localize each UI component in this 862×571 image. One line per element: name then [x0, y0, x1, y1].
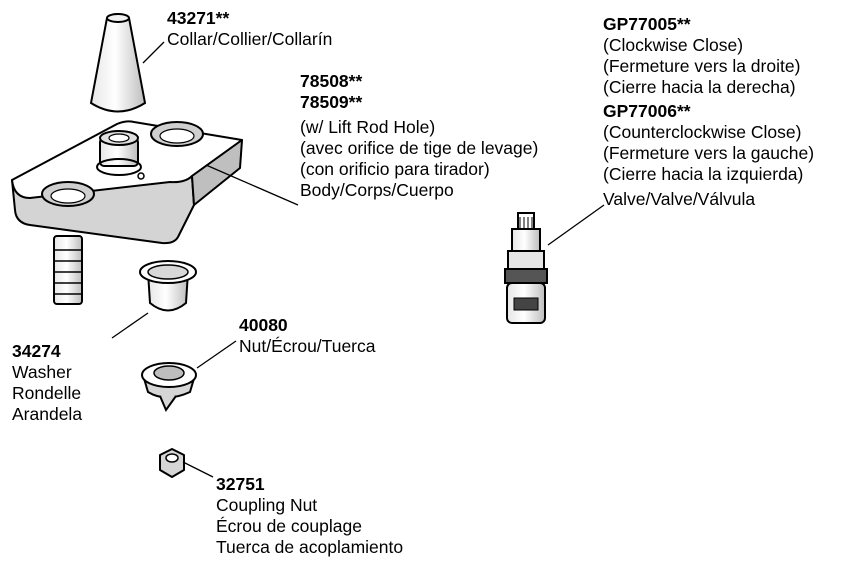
- collar-drawing: [89, 13, 147, 113]
- valve-cw-line-2: (Fermeture vers la droite): [603, 56, 801, 76]
- leader-coupling-nut: [182, 461, 214, 478]
- leader-valve: [547, 204, 605, 246]
- valve-label: GP77005** (Clockwise Close) (Fermeture v…: [603, 14, 814, 210]
- washer-name-fr: Rondelle: [12, 383, 82, 403]
- leader-washer: [111, 312, 149, 339]
- washer-part-number: 34274: [12, 341, 61, 361]
- collar-part-number: 43271**: [167, 8, 230, 28]
- valve-ccw-line-2: (Fermeture vers la gauche): [603, 143, 815, 163]
- leader-nut: [196, 340, 237, 369]
- collar-name: Collar/Collier/Collarín: [167, 29, 333, 49]
- coupling-nut-name-es: Tuerca de acoplamiento: [216, 537, 404, 557]
- coupling-nut-part-number: 32751: [216, 474, 265, 494]
- valve-ccw-line-1: (Counterclockwise Close): [603, 122, 802, 142]
- valve-cw-line-3: (Cierre hacia la derecha): [603, 77, 796, 97]
- body-line-1: (w/ Lift Rod Hole): [300, 117, 436, 137]
- collar-label: 43271** Collar/Collier/Collarín: [167, 8, 332, 50]
- lift-rod-hole: [137, 172, 145, 180]
- body-name: Body/Corps/Cuerpo: [300, 180, 454, 200]
- coupling-nut-name-en: Coupling Nut: [216, 495, 318, 515]
- washer-drawing: [139, 260, 197, 312]
- valve-name: Valve/Valve/Válvula: [603, 189, 756, 209]
- leader-body: [205, 164, 299, 206]
- nut-name: Nut/Écrou/Tuerca: [239, 336, 376, 356]
- leader-collar: [142, 41, 165, 64]
- body-line-3: (con orificio para tirador): [300, 159, 490, 179]
- leader-lines: [111, 41, 605, 478]
- washer-label: 34274 Washer Rondelle Arandela: [12, 341, 82, 425]
- washer-name-en: Washer: [12, 362, 72, 382]
- body-label: 78508** 78509** (w/ Lift Rod Hole) (avec…: [300, 71, 538, 201]
- left-shank: [53, 235, 83, 305]
- body-line-2: (avec orifice de tige de levage): [300, 138, 539, 158]
- valve-part-number-ccw: GP77006**: [603, 101, 691, 121]
- coupling-nut-drawing: [159, 448, 185, 478]
- body-drawing: [11, 120, 243, 305]
- valve-ccw-line-3: (Cierre hacia la izquierda): [603, 164, 804, 184]
- washer-name-es: Arandela: [12, 404, 83, 424]
- body-part-number-1: 78508**: [300, 71, 363, 91]
- valve-drawing: [504, 212, 548, 324]
- body-part-number-2: 78509**: [300, 92, 363, 112]
- nut-part-number: 40080: [239, 315, 288, 335]
- valve-cw-line-1: (Clockwise Close): [603, 35, 744, 55]
- nut-drawing: [141, 362, 197, 413]
- coupling-nut-name-fr: Écrou de couplage: [216, 516, 362, 536]
- coupling-nut-label: 32751 Coupling Nut Écrou de couplage Tue…: [216, 474, 403, 558]
- nut-label: 40080 Nut/Écrou/Tuerca: [239, 315, 376, 357]
- valve-part-number-cw: GP77005**: [603, 14, 691, 34]
